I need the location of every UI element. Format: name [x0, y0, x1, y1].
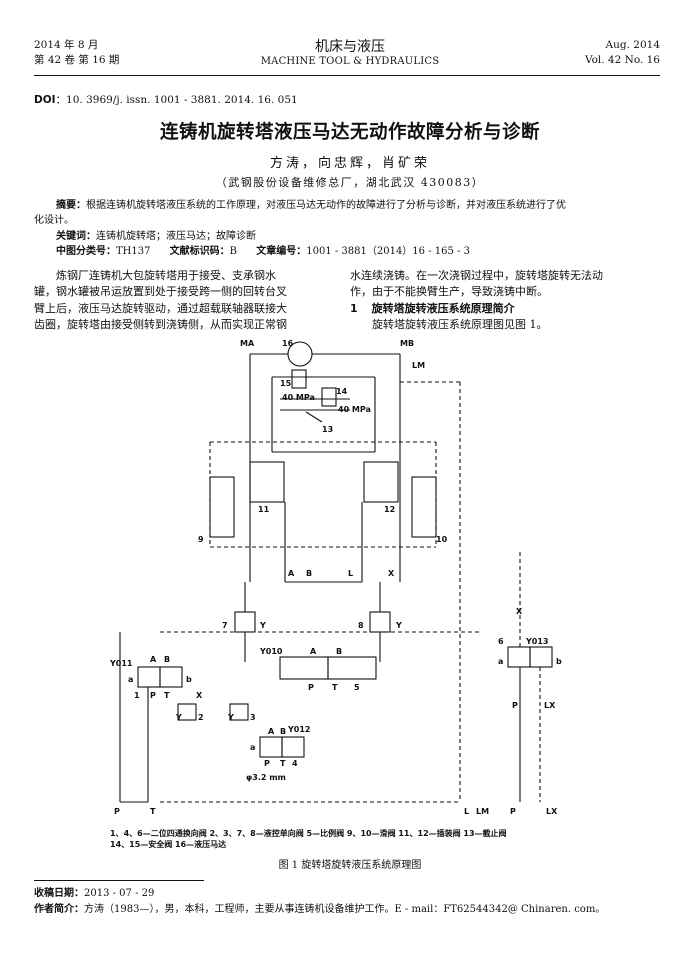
diagram-label: 8: [358, 621, 364, 630]
diagram-label: Y: [175, 713, 182, 722]
diagram-label: X: [516, 607, 523, 616]
body-left-column: 炼钢厂连铸机大包旋转塔用于接受、支承钢水 罐，钢水罐被吊运放置到处于接受跨一侧的…: [34, 269, 287, 332]
diagram-label: 16: [282, 339, 294, 348]
diagram-label: φ3.2 mm: [246, 773, 286, 782]
diagram-label: 15: [280, 379, 292, 388]
diagram-label: a: [498, 657, 503, 666]
diagram-label: 12: [384, 505, 395, 514]
diagram-label: LX: [544, 701, 556, 710]
diagram-label: X: [196, 691, 203, 700]
diagram-label: 11: [258, 505, 270, 514]
diagram-label: P: [308, 683, 314, 692]
diagram-label: T: [150, 807, 156, 816]
diagram-label: P: [114, 807, 120, 816]
diagram-label: 40 MPa: [282, 393, 315, 402]
figure-legend: 1、4、6—二位四通换向阀 2、3、7、8—液控单向阀 5—比例阀 9、10—滑…: [110, 829, 507, 849]
diagram-label: 4: [292, 759, 298, 768]
diagram-label: P: [264, 759, 270, 768]
header-rule: [34, 75, 660, 76]
diagram-label: MB: [400, 339, 414, 348]
diagram-label: 14: [336, 387, 348, 396]
diagram-label: Y010: [259, 647, 283, 656]
diagram-label: L: [464, 807, 469, 816]
abstract: 摘要：根据连铸机旋转塔液压系统的工作原理，对液压马达无动作的故障进行了分析与诊断…: [56, 200, 566, 211]
diagram-label: LM: [476, 807, 489, 816]
diagram-label: 13: [322, 425, 333, 434]
diagram-label: 1: [134, 691, 140, 700]
diagram-label: Y: [395, 621, 402, 630]
diagram-label: T: [164, 691, 170, 700]
keywords: 关键词：连铸机旋转塔；液压马达；故障诊断: [56, 231, 256, 242]
diagram-label: B: [280, 727, 286, 736]
diagram-label: LM: [412, 361, 425, 370]
classification: 中图分类号：TH137 文献标识码：B 文章编号：1001 - 3881（201…: [56, 246, 470, 257]
diagram-label: 7: [222, 621, 228, 630]
body-right-column: 水连续浇铸。在一次浇钢过程中，旋转塔旋转无法动 作，由于不能换臂生产，导致浇铸中…: [350, 268, 670, 334]
diagram-label: a: [250, 743, 255, 752]
header-date: 2014 年 8 月 第 42 卷 第 16 期: [34, 39, 120, 66]
diagram-label: T: [280, 759, 286, 768]
diagram-label: Y013: [525, 637, 549, 646]
diagram-label: B: [164, 655, 170, 664]
doi: DOI：10. 3969/j. issn. 1001 - 3881. 2014.…: [34, 94, 298, 106]
diagram-label: 5: [354, 683, 360, 692]
diagram-label: 3: [250, 713, 256, 722]
diagram-label: B: [336, 647, 342, 656]
journal-name-cn: 机床与液压: [315, 39, 385, 55]
diagram-label: A: [150, 655, 157, 664]
diagram-label: X: [388, 569, 395, 578]
diagram-label: A: [310, 647, 317, 656]
header-volume: Aug. 2014 Vol. 42 No. 16: [584, 39, 660, 66]
diagram-label: MA: [240, 339, 255, 348]
diagram-label: 10: [436, 535, 448, 544]
diagram-label: P: [512, 701, 518, 710]
affiliation: （武钢股份设备维修总厂，湖北武汉 430083）: [215, 176, 485, 189]
diagram-label: 6: [498, 637, 504, 646]
diagram-label: A: [288, 569, 295, 578]
diagram-label: L: [348, 569, 353, 578]
diagram-label: P: [510, 807, 516, 816]
journal-name-en: MACHINE TOOL & HYDRAULICS: [260, 56, 440, 67]
diagram-label: 9: [198, 535, 204, 544]
diagram-label: T: [332, 683, 338, 692]
diagram-label: LX: [546, 807, 558, 816]
figure-caption: 图 1 旋转塔旋转液压系统原理图: [278, 860, 422, 871]
hydraulic-schematic: MA 16 MB LM 40 MPa 40 MPa 13 14 15 11 12…: [109, 339, 562, 816]
diagram-label: Y012: [287, 725, 311, 734]
footnote: 收稿日期：2013 - 07 - 29 作者简介：方涛（1983—），男，本科，…: [34, 888, 606, 915]
diagram-label: Y011: [109, 659, 133, 668]
diagram-label: 2: [198, 713, 204, 722]
abstract-continued: 化设计。: [34, 215, 74, 226]
diagram-label: Y: [259, 621, 266, 630]
diagram-label: B: [306, 569, 312, 578]
diagram-label: a: [128, 675, 133, 684]
diagram-label: Y: [227, 713, 234, 722]
authors: 方涛，向忠辉，肖矿荣: [269, 156, 430, 171]
diagram-label: A: [268, 727, 275, 736]
diagram-label: b: [556, 657, 562, 666]
article-title: 连铸机旋转塔液压马达无动作故障分析与诊断: [159, 122, 540, 143]
footnote-rule: [34, 880, 204, 881]
diagram-label: b: [186, 675, 192, 684]
diagram-label: P: [150, 691, 156, 700]
diagram-label: 40 MPa: [338, 405, 371, 414]
